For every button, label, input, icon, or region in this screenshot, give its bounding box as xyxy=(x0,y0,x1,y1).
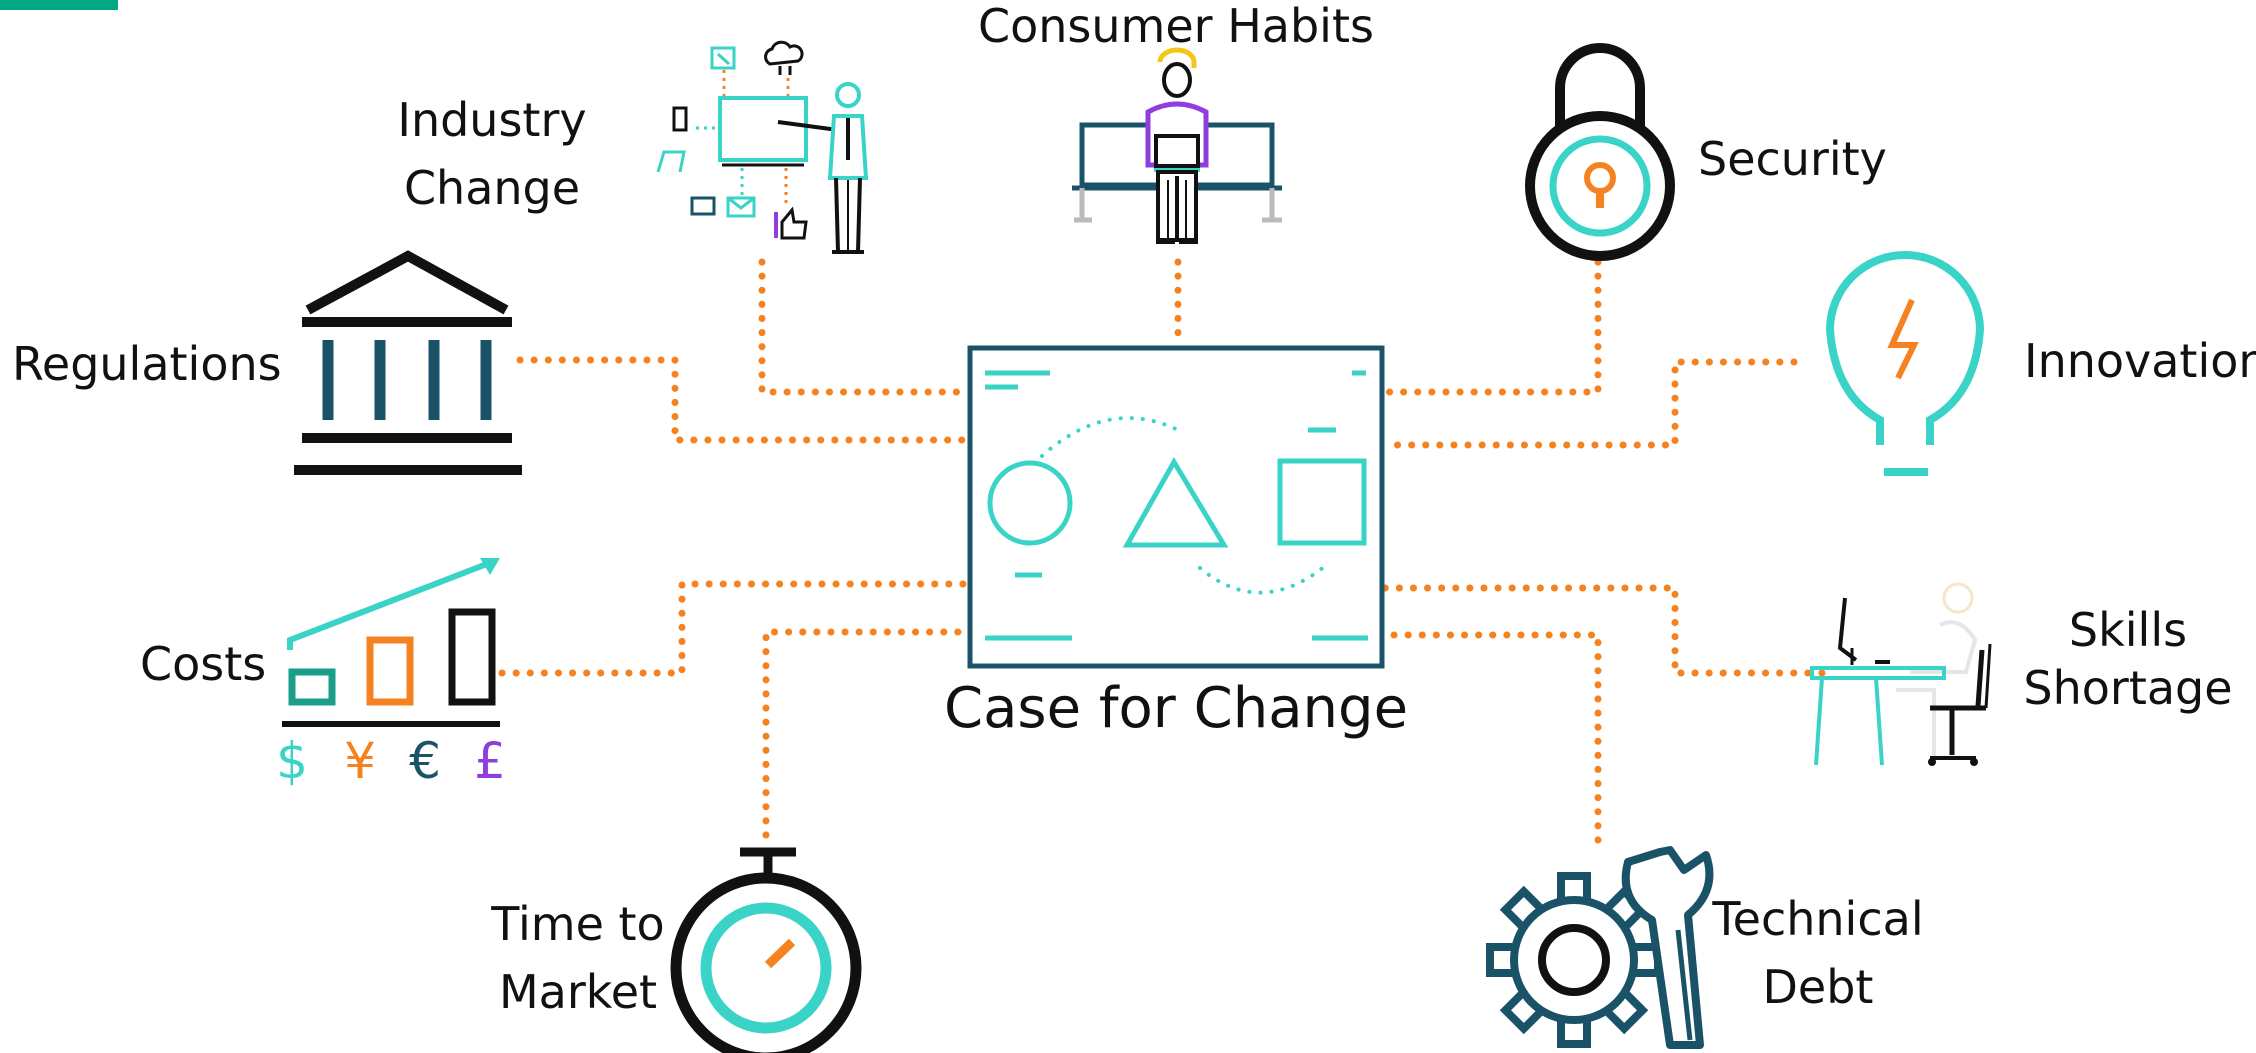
lightbulb-icon xyxy=(1825,251,1985,476)
costs-label: Costs xyxy=(140,637,266,691)
time-to-market-label-line2: Market xyxy=(499,965,657,1019)
presenter-whiteboard-icon xyxy=(656,40,869,254)
connector-security xyxy=(1380,258,1602,396)
dotted-arc-top xyxy=(1040,416,1184,458)
node-regulations: Regulations xyxy=(12,250,522,475)
connector-innovation xyxy=(1380,358,1798,449)
consumer-habits-label: Consumer Habits xyxy=(978,0,1374,53)
connector-industry-change xyxy=(758,258,972,396)
connector-regulations xyxy=(516,356,972,444)
padlock-icon xyxy=(1525,43,1675,261)
rising-bar-chart-icon xyxy=(282,558,500,727)
center-node: Case for Change xyxy=(944,345,1408,741)
connector-technical-debt xyxy=(1380,631,1602,844)
regulations-label: Regulations xyxy=(12,337,282,391)
connector-time-to-market xyxy=(762,628,972,839)
connectors xyxy=(498,258,1826,844)
connector-skills-shortage xyxy=(1380,584,1826,677)
gear-wrench-icon xyxy=(1486,846,1714,1049)
node-costs: Costs $ ¥ € £ xyxy=(140,558,506,790)
currency-dollar: $ xyxy=(276,732,308,790)
triangle-shape xyxy=(1122,457,1229,548)
currency-yen: ¥ xyxy=(344,732,376,790)
node-skills-shortage: Skills Shortage xyxy=(1810,582,2233,766)
currency-euro: € xyxy=(409,732,441,790)
currency-pound: £ xyxy=(474,732,506,790)
node-industry-change: Industry Change xyxy=(397,40,869,254)
square-shape xyxy=(1277,458,1367,546)
stopwatch-icon xyxy=(670,847,862,1053)
technical-debt-label-line2: Debt xyxy=(1763,960,1874,1014)
circle-shape xyxy=(987,460,1073,546)
security-label: Security xyxy=(1698,132,1887,186)
node-consumer-habits: Consumer Habits xyxy=(978,0,1374,244)
node-security: Security xyxy=(1525,43,1887,261)
accent-bar xyxy=(0,0,118,10)
innovation-label: Innovation xyxy=(2024,334,2256,388)
technical-debt-label-line1: Technical xyxy=(1711,892,1923,946)
connector-costs xyxy=(498,580,972,677)
industry-change-label-line1: Industry xyxy=(397,93,586,147)
node-technical-debt: Technical Debt xyxy=(1486,846,1924,1049)
government-building-icon xyxy=(294,250,522,475)
center-label: Case for Change xyxy=(944,676,1408,741)
industry-change-label-line2: Change xyxy=(404,161,580,215)
center-frame xyxy=(967,345,1385,669)
time-to-market-label-line1: Time to xyxy=(490,897,664,951)
empty-desk-icon xyxy=(1810,582,1992,766)
person-laptop-bench-icon xyxy=(1072,47,1282,244)
skills-shortage-label-line2: Shortage xyxy=(2023,661,2232,715)
skills-shortage-label-line1: Skills xyxy=(2069,603,2187,657)
node-time-to-market: Time to Market xyxy=(490,847,862,1053)
node-innovation: Innovation xyxy=(1825,251,2256,476)
